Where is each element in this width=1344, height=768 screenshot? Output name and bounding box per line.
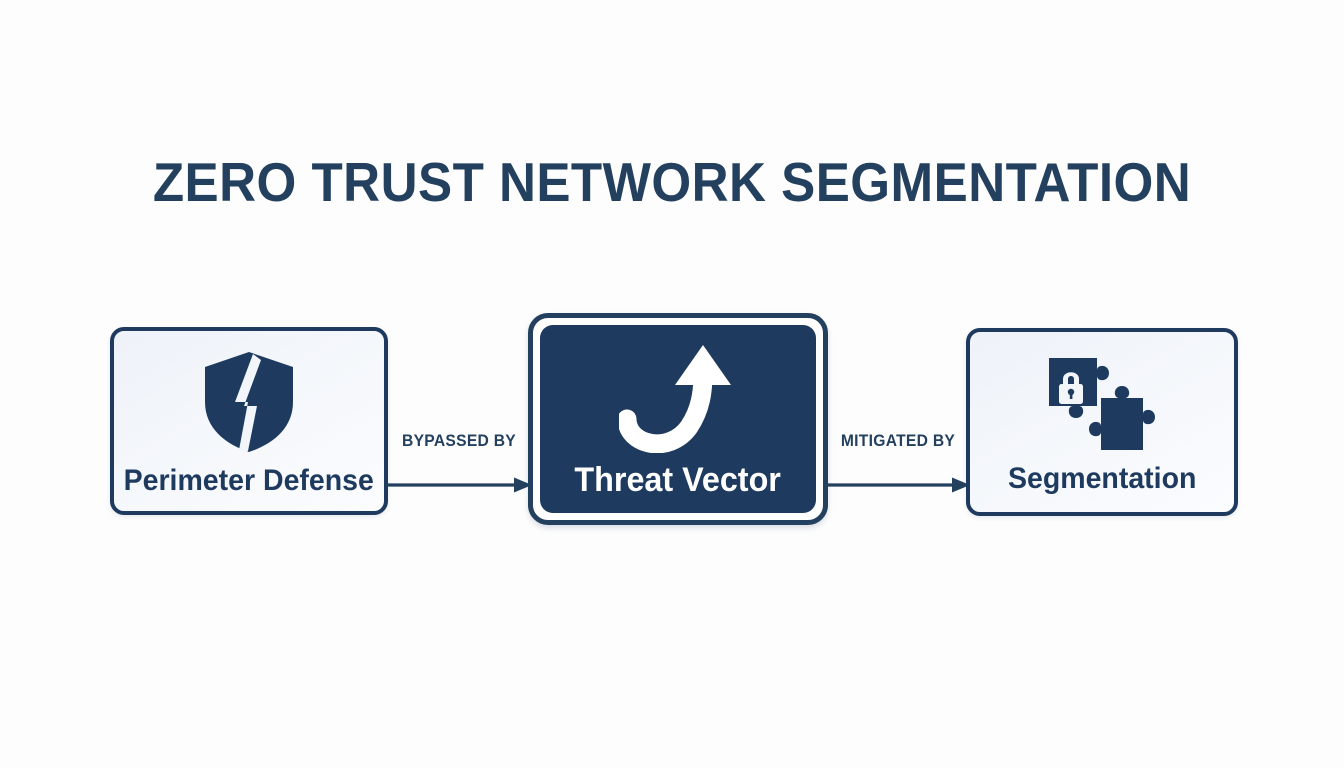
connector-bypassed-by: BYPASSED BY bbox=[386, 385, 532, 493]
locked-puzzle-pieces-icon bbox=[1043, 354, 1161, 454]
node-segmentation[interactable]: Segmentation bbox=[966, 328, 1238, 516]
page-title: ZERO TRUST NETWORK SEGMENTATION bbox=[152, 151, 1192, 213]
connector-label-bypassed-by: BYPASSED BY bbox=[402, 431, 516, 450]
flow-diagram: Perimeter Defense BYPASSED BY Threat Vec… bbox=[0, 305, 1344, 525]
node-perimeter-defense[interactable]: Perimeter Defense bbox=[110, 327, 388, 515]
cracked-shield-icon bbox=[201, 350, 297, 454]
connector-label-mitigated-by: MITIGATED BY bbox=[840, 431, 956, 450]
curved-up-arrow-icon bbox=[617, 343, 737, 454]
node-label-threat-vector: Threat Vector bbox=[574, 461, 782, 499]
arrow-right-icon bbox=[826, 477, 970, 493]
node-label-segmentation: Segmentation bbox=[1007, 462, 1197, 495]
node-label-perimeter-defense: Perimeter Defense bbox=[123, 464, 375, 497]
node-threat-vector-inner: Threat Vector bbox=[540, 325, 816, 513]
connector-mitigated-by: MITIGATED BY bbox=[826, 385, 970, 493]
arrow-right-icon bbox=[386, 477, 532, 493]
node-threat-vector[interactable]: Threat Vector bbox=[528, 313, 828, 525]
